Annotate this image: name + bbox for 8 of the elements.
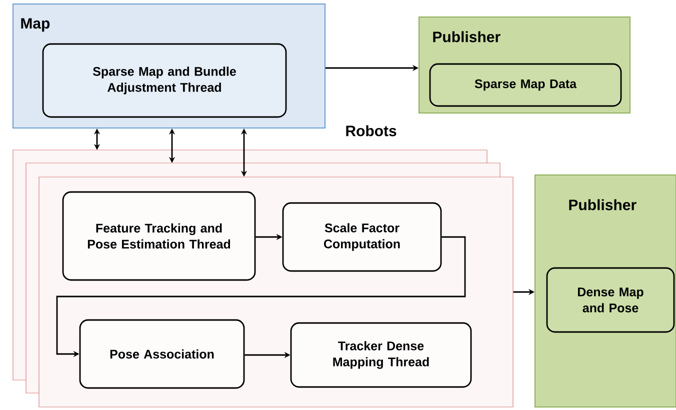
process-box: Tracker Dense Mapping Thread: [290, 322, 472, 388]
process-box: Feature Tracking and Pose Estimation Thread: [62, 191, 256, 281]
thread-box: Sparse Map and Bundle Adjustment Thread: [42, 43, 287, 118]
node-label: Robots: [346, 125, 396, 136]
data-box: Dense Map and Pose: [546, 267, 675, 333]
data-box: Sparse Map Data: [429, 63, 622, 107]
process-box: Scale Factor Computation: [282, 202, 442, 272]
process-box: Pose Association: [79, 319, 245, 389]
